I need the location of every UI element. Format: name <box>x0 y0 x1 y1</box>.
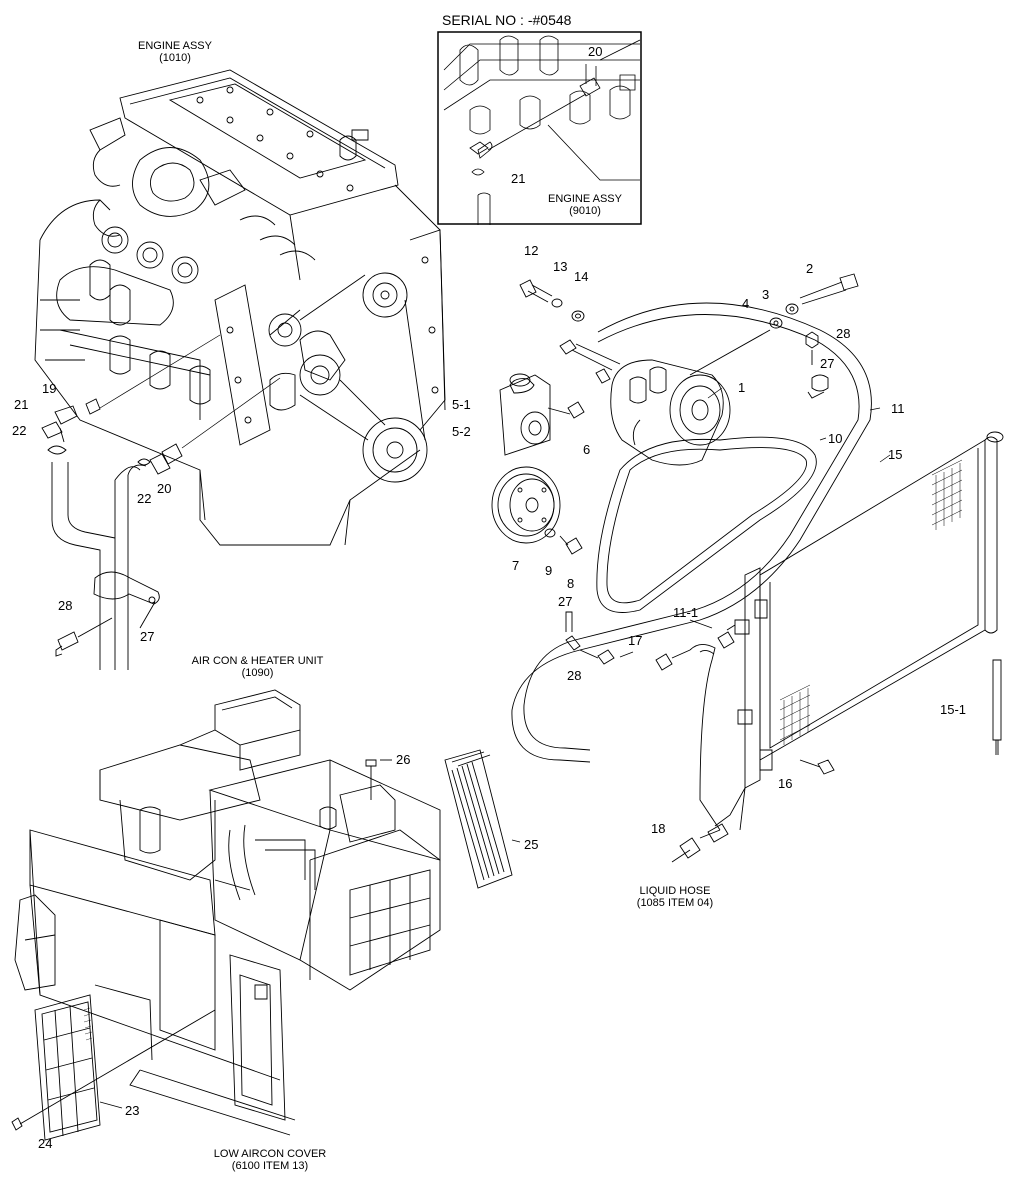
callout-2: 2 <box>806 261 814 276</box>
callout-17: 17 <box>628 633 643 648</box>
engine-assembly <box>34 69 446 546</box>
callout-27: 27 <box>140 629 155 644</box>
callout-11: 11 <box>891 401 905 416</box>
callout-15: 15 <box>888 447 903 462</box>
caption-line: (1090) <box>241 667 274 679</box>
callout-7: 7 <box>512 558 520 573</box>
caption-line: ENGINE ASSY <box>138 40 212 52</box>
callout-16: 16 <box>778 776 793 791</box>
caption-engine-assy-inset: ENGINE ASSY (9010) <box>540 193 630 217</box>
callout-18: 18 <box>651 821 666 836</box>
callout-25: 25 <box>524 837 539 852</box>
callout-28: 28 <box>58 598 73 613</box>
callout-28: 28 <box>836 326 851 341</box>
callout-10: 10 <box>828 431 843 446</box>
callout-9: 9 <box>545 563 553 578</box>
callout-3: 3 <box>762 287 770 302</box>
callout-23: 23 <box>125 1103 140 1118</box>
air-filter <box>444 749 521 889</box>
heater-fittings <box>41 398 183 670</box>
callout-14: 14 <box>574 269 589 284</box>
caption-line: (6100 ITEM 13) <box>231 1160 309 1172</box>
callout-21-inset: 21 <box>511 171 526 186</box>
serial-inset-box <box>437 31 642 225</box>
callout-8: 8 <box>567 576 575 591</box>
aircon-heater-unit <box>99 689 441 991</box>
compressor-group <box>491 273 872 763</box>
callout-leaders <box>619 387 891 658</box>
callout-28: 28 <box>567 668 582 683</box>
callout-22: 22 <box>137 491 152 506</box>
callout-13: 13 <box>553 259 568 274</box>
callout-12: 12 <box>524 243 539 258</box>
caption-line: LIQUID HOSE <box>639 885 711 897</box>
caption-line: (1085 ITEM 04) <box>636 897 714 909</box>
callout-5-1: 5-1 <box>452 397 471 412</box>
caption-line: (1010) <box>159 52 191 64</box>
caption-line: (9010) <box>569 205 601 217</box>
callout-19: 19 <box>42 381 57 396</box>
caption-line: ENGINE ASSY <box>548 193 622 205</box>
caption-liquid-hose: LIQUID HOSE (1085 ITEM 04) <box>625 885 725 909</box>
callout-1: 1 <box>738 380 746 395</box>
caption-engine-assy-main: ENGINE ASSY (1010) <box>120 40 230 64</box>
inset-engine-detail <box>443 35 641 225</box>
engine-leaders <box>99 334 281 449</box>
callout-20-inset: 20 <box>588 44 603 59</box>
callout-21: 21 <box>14 397 29 412</box>
caption-line: AIR CON & HEATER UNIT <box>191 655 324 667</box>
caption-low-aircon-cover: LOW AIRCON COVER (6100 ITEM 13) <box>195 1148 345 1172</box>
serial-number-label: SERIAL NO : -#0548 <box>442 12 572 28</box>
callout-6: 6 <box>583 442 591 457</box>
condenser-group <box>655 431 1004 863</box>
callout-5-2: 5-2 <box>452 424 471 439</box>
caption-line: LOW AIRCON COVER <box>213 1148 327 1160</box>
low-aircon-cover <box>11 829 296 1141</box>
callout-15-1: 15-1 <box>940 702 967 717</box>
callout-24: 24 <box>38 1136 53 1151</box>
callout-26: 26 <box>396 752 411 767</box>
callout-27: 27 <box>820 356 835 371</box>
callout-11-1: 11-1 <box>673 605 699 620</box>
callout-22: 22 <box>12 423 27 438</box>
callout-27: 27 <box>558 594 573 609</box>
callout-4: 4 <box>742 296 750 311</box>
callout-20: 20 <box>157 481 172 496</box>
caption-aircon-heater-unit: AIR CON & HEATER UNIT (1090) <box>170 655 345 679</box>
